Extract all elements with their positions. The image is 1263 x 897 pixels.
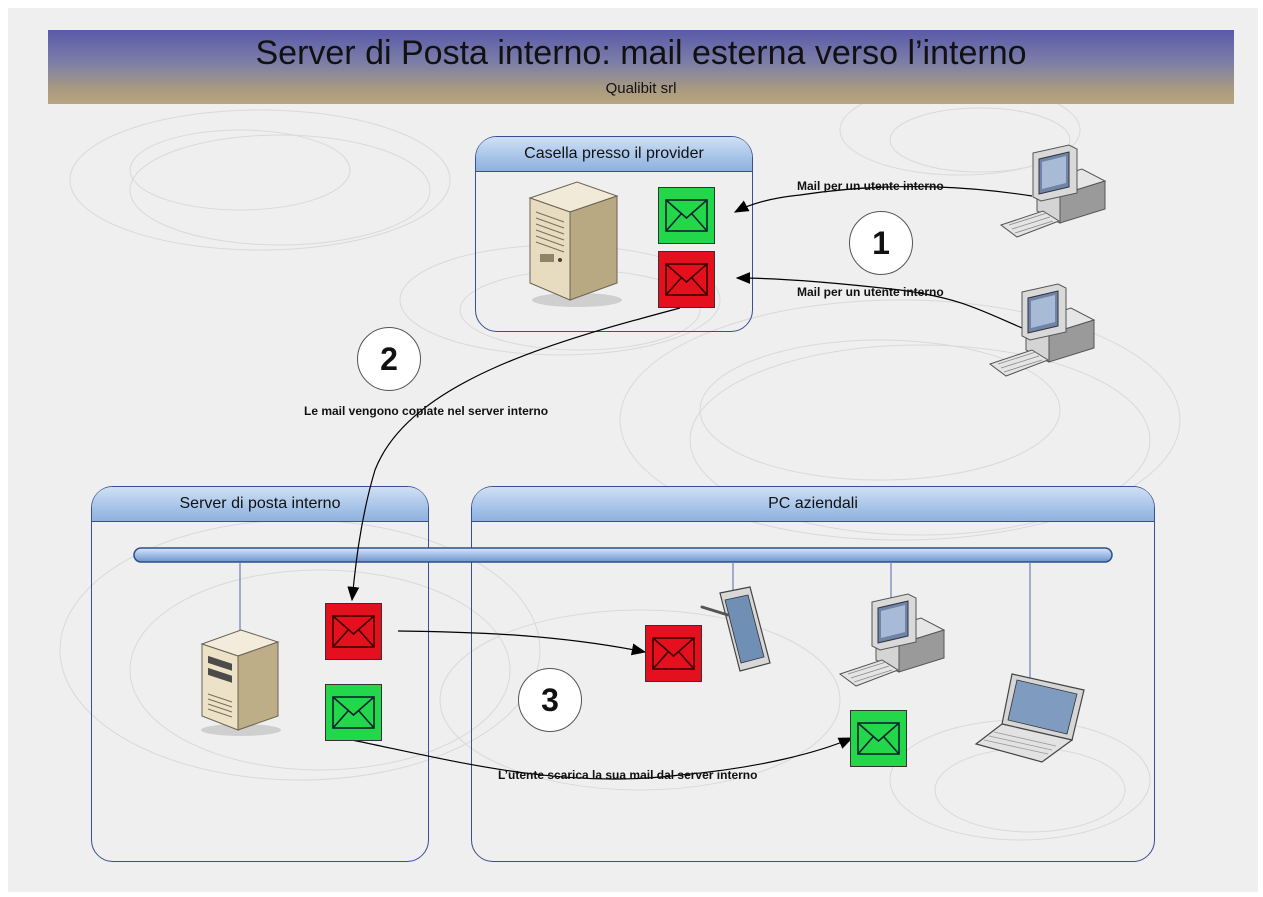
provider-group-title: Casella presso il provider — [476, 137, 752, 172]
server-small-icon — [200, 629, 281, 736]
envelope-icon — [658, 187, 715, 244]
network-drops — [239, 562, 1031, 680]
title-banner: Server di Posta interno: mail esterna ve… — [48, 30, 1234, 104]
label-mail-user-2: Mail per un utente interno — [797, 285, 944, 299]
label-user-download: L’utente scarica la sua mail dal server … — [498, 768, 758, 782]
arrow-copy-to-internal — [347, 307, 681, 602]
company-pcs-group: PC aziendali — [471, 486, 1155, 862]
label-mail-user-1: Mail per un utente interno — [797, 179, 944, 193]
network-bus — [133, 547, 1113, 563]
step-2-badge: 2 — [357, 327, 421, 391]
envelope-icon — [645, 625, 702, 682]
laptop-icon — [974, 673, 1085, 763]
envelope-icon — [325, 684, 382, 741]
page-subtitle: Qualibit srl — [605, 80, 677, 97]
arrow-incoming-1 — [733, 185, 1033, 213]
arrow-incoming-2 — [735, 272, 1023, 329]
step-1-badge: 1 — [849, 211, 913, 275]
arrow-to-tablet-user — [397, 630, 647, 656]
desktop-pc-icon — [838, 593, 946, 687]
internal-server-group-title: Server di posta interno — [92, 487, 428, 522]
desktop-pc-icon — [988, 283, 1096, 377]
page-title: Server di Posta interno: mail esterna ve… — [255, 34, 1027, 72]
envelope-icon — [850, 710, 907, 767]
tablet-icon — [700, 586, 771, 672]
arrow-download-to-pc — [351, 737, 854, 780]
desktop-pc-icon — [999, 144, 1107, 238]
company-pcs-group-title: PC aziendali — [472, 487, 1154, 522]
internal-server-group: Server di posta interno — [91, 486, 429, 862]
label-copy-to-server: Le mail vengono copiate nel server inter… — [304, 404, 549, 418]
envelope-icon — [658, 251, 715, 308]
provider-mailbox-group: Casella presso il provider — [475, 136, 753, 332]
envelope-icon — [325, 603, 382, 660]
server-tower-icon — [528, 181, 622, 307]
step-3-badge: 3 — [518, 668, 582, 732]
